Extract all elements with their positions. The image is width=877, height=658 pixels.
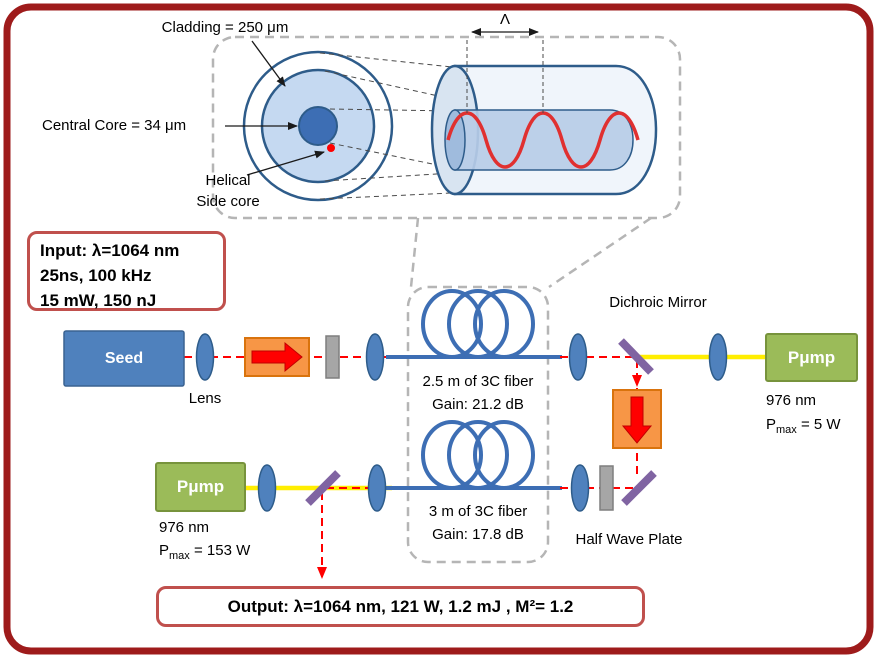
seed-box [63, 330, 185, 387]
pump1-wavelength-label: 976 nm [766, 392, 817, 409]
cylinder-core-body [454, 109, 634, 171]
coil-loop [473, 289, 535, 359]
half-wave-plate-label: Half Wave Plate [575, 531, 683, 548]
waveplate-2 [599, 465, 614, 511]
coil-loop [473, 420, 535, 490]
right-arrow-icon [251, 341, 303, 373]
central-core-circle [298, 106, 338, 146]
lens-label: Lens [188, 390, 222, 407]
central-core-label: Central Core = 34 μm [42, 117, 187, 134]
fiber-cross-section [242, 50, 394, 202]
lenses [195, 333, 728, 512]
fiber-coil-1 [421, 289, 535, 359]
down-arrow-icon [621, 396, 653, 444]
inset-outline [211, 35, 682, 220]
pump2-label: Pμmp [176, 477, 225, 496]
pump1-pmax-label: Pmax = 5 W [766, 416, 841, 436]
lens-6 [367, 464, 387, 512]
pump2-wavelength-label: 976 nm [159, 519, 210, 536]
pump2-box [155, 462, 246, 512]
projection-lines [319, 52, 453, 200]
cladding-arrow [251, 40, 286, 87]
callout-line-left [409, 217, 420, 288]
projection-line [324, 70, 453, 100]
fiber-coil-2 [421, 420, 535, 490]
fiber-callout-outline [406, 285, 550, 564]
helical-core-label-line2: Side core [196, 193, 260, 210]
waveplate-1 [325, 335, 340, 379]
output-parameters-box: Output: λ=1064 nm, 121 W, 1.2 mJ , M²= 1… [156, 586, 645, 627]
pump2-pmax-label: Pmax = 153 W [159, 542, 250, 562]
coil-loop [421, 289, 483, 359]
fiber-cylinder [430, 64, 658, 196]
coil-loop [447, 289, 509, 359]
mirror-stage2-right [621, 470, 657, 506]
cylinder-core-end-face [444, 109, 466, 171]
lens-5 [257, 464, 277, 512]
output-text: Output: λ=1064 nm, 121 W, 1.2 mJ , M²= 1… [227, 597, 574, 616]
lens-7 [570, 464, 590, 512]
coil-loop [421, 420, 483, 490]
figure-border [3, 3, 874, 655]
pump1-pmax-prefix: P [766, 416, 777, 433]
lens-4 [708, 333, 728, 381]
annotation-arrows [225, 40, 325, 176]
callout-line-right [548, 216, 652, 289]
projection-line [329, 108, 453, 112]
pump1-pmax-value: = 5 W [796, 416, 841, 433]
isolator-1 [244, 337, 310, 377]
helical-side-core-dot [327, 144, 335, 152]
lens-2 [365, 333, 385, 381]
dichroic-mirror-label: Dichroic Mirror [609, 294, 707, 311]
period-symbol-label: Λ [499, 11, 511, 28]
lens-1 [195, 333, 215, 381]
period-marker [466, 28, 544, 113]
projection-line [319, 52, 453, 68]
projection-line [324, 172, 453, 182]
callout-outlines [211, 35, 682, 564]
pump1-box [765, 333, 858, 382]
pump1-label: Pμmp [787, 347, 836, 367]
input-line-3: 15 mW, 150 nJ [40, 291, 157, 310]
input-line-2: 25ns, 100 kHz [40, 266, 152, 285]
projection-line [329, 142, 453, 169]
stage2-fiber-label: 3 m of 3C fiber [428, 503, 528, 520]
pump2-pmax-prefix: P [159, 542, 170, 559]
dichroic-mirror-1 [618, 338, 654, 375]
stage1-gain-label: Gain: 21.2 dB [432, 396, 524, 413]
isolator-2 [612, 389, 662, 449]
input-parameters-box: Input: λ=1064 nm 25ns, 100 kHz 15 mW, 15… [27, 231, 226, 311]
cladding-label: Cladding = 250 μm [161, 19, 289, 36]
seed-label: Seed [104, 349, 144, 367]
projection-line [319, 192, 453, 200]
input-line-1: Input: λ=1064 nm [40, 241, 180, 260]
pump2-pmax-value: = 153 W [189, 542, 251, 559]
lens-3 [568, 333, 588, 381]
mirror-stage2-left [305, 470, 341, 506]
stage1-fiber-label: 2.5 m of 3C fiber [422, 373, 534, 390]
pump1-pmax-sub: max [776, 424, 797, 436]
helical-core-label: Helical Side core [168, 170, 288, 212]
helical-arrow [246, 150, 325, 176]
helical-core-label-line1: Helical [205, 172, 251, 189]
coil-loop [447, 420, 509, 490]
pump2-pmax-sub: max [169, 550, 190, 562]
stage2-gain-label: Gain: 17.8 dB [432, 526, 524, 543]
